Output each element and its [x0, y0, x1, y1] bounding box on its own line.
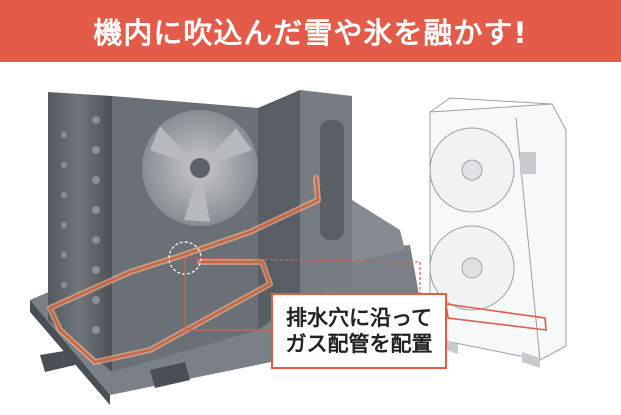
callout-line-1: 排水穴に沿って: [286, 305, 432, 330]
callout-box: 排水穴に沿って ガス配管を配置: [271, 293, 447, 369]
illustration: [30, 90, 567, 405]
gas-pipe: [47, 175, 321, 365]
outdoor-unit-icon: [429, 97, 567, 368]
callout-line-2: ガス配管を配置: [285, 332, 433, 356]
fan-icon: [142, 110, 258, 226]
title-banner: 機内に吹込んだ雪や氷を融かす!: [0, 0, 621, 62]
page-title: 機内に吹込んだ雪や氷を融かす!: [93, 16, 528, 50]
